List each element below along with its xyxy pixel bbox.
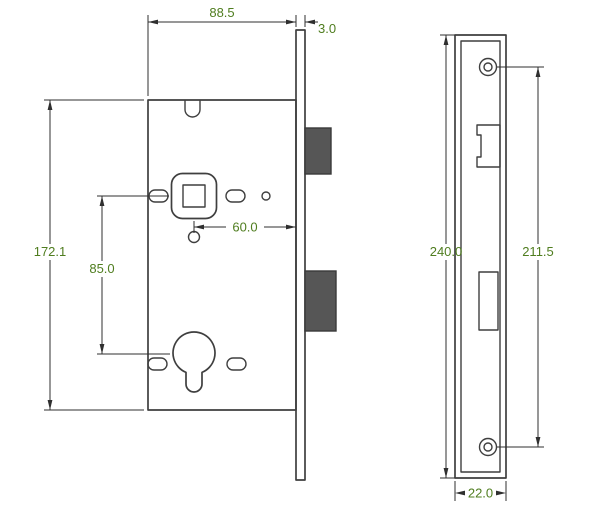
arrow-left-icon — [148, 19, 158, 25]
arrow-left-icon — [305, 19, 315, 25]
arrow-up-icon — [535, 67, 541, 77]
cylinder-slot-right — [226, 357, 247, 371]
dim-label-screw-spacing: 211.5 — [522, 244, 554, 259]
dim-case-height: 172.1 — [34, 99, 144, 411]
dim-label-case-height: 172.1 — [34, 244, 67, 259]
arrow-up-icon — [443, 35, 449, 45]
pin-hole-right — [261, 191, 271, 201]
arrow-right-icon — [496, 490, 506, 496]
arrow-left-icon — [194, 224, 204, 230]
dim-plate-width: 22.0 — [454, 481, 507, 501]
dim-plate-height: 240.0 — [430, 34, 463, 479]
arrow-up-icon — [99, 196, 105, 206]
arrow-down-icon — [443, 468, 449, 478]
arrow-down-icon — [535, 437, 541, 447]
screw-hole-top — [478, 57, 498, 77]
faceplate-view — [454, 34, 507, 479]
fixing-slot-right — [225, 189, 246, 203]
dim-label-plate-width: 22.0 — [468, 486, 493, 501]
dim-label-plate-height: 240.0 — [430, 244, 463, 259]
arrow-down-icon — [99, 344, 105, 354]
faceplate-inner — [460, 40, 501, 473]
dim-faceplate-thickness: 3.0 — [304, 15, 336, 36]
arrow-left-icon — [455, 490, 465, 496]
screw-hole-top-inner — [483, 62, 493, 72]
screw-hole-bottom — [478, 437, 498, 457]
dim-label-faceplate-thickness: 3.0 — [318, 21, 336, 36]
spindle-square-hole — [182, 184, 206, 208]
arrow-up-icon — [47, 100, 53, 110]
pin-hole-center — [187, 230, 201, 244]
dim-screw-spacing: 211.5 — [497, 66, 554, 448]
deadbolt-cutout — [478, 271, 499, 331]
arrow-right-icon — [286, 224, 296, 230]
cylinder-slot-left — [147, 357, 168, 371]
lock-case — [147, 99, 297, 411]
screw-hole-bottom-inner — [483, 442, 493, 452]
latch-cutout — [476, 124, 501, 168]
euro-cylinder-hole — [172, 331, 216, 393]
faceplate-edge — [295, 29, 306, 481]
dim-label-spindle-to-cylinder: 85.0 — [89, 261, 114, 276]
side-view — [147, 29, 337, 481]
dim-case-width: 88.5 — [147, 5, 297, 96]
dim-backset: 60.0 — [193, 220, 296, 235]
arrow-right-icon — [286, 19, 296, 25]
faceplate-outer — [454, 34, 507, 479]
dim-spindle-to-cylinder: 85.0 — [89, 195, 170, 355]
spindle-follower — [170, 172, 218, 220]
arrow-down-icon — [47, 400, 53, 410]
latch-bolt — [304, 127, 332, 175]
top-notch — [184, 100, 201, 118]
dim-label-backset: 60.0 — [232, 220, 257, 235]
dead-bolt — [304, 270, 337, 332]
dim-label-case-width: 88.5 — [209, 5, 234, 20]
